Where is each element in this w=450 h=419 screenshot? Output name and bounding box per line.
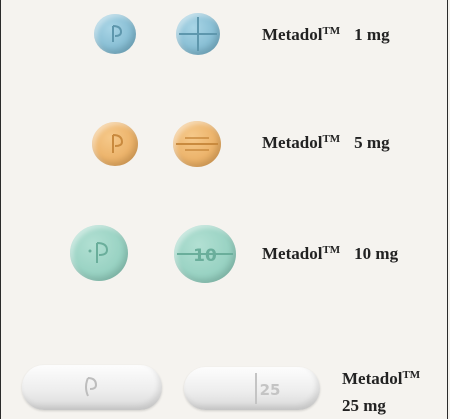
product-label-25mg: MetadolTM 25 mg [342, 362, 420, 419]
caplet-25mg-back-image: 25 [184, 367, 320, 410]
product-label-1mg: MetadolTM 1 mg [262, 25, 390, 45]
dose-label: 10 mg [354, 244, 399, 263]
dose-label: 25 mg [342, 396, 386, 415]
caplet-25mg-front-image [22, 365, 162, 410]
product-label-5mg: MetadolTM 5 mg [262, 133, 390, 153]
tablet-1mg-front-image [94, 14, 136, 54]
trademark-mark: TM [322, 25, 341, 37]
dose-label: 5 mg [354, 133, 390, 152]
product-label-10mg: MetadolTM 10 mg [262, 244, 398, 264]
svg-text:10: 10 [193, 246, 217, 266]
trademark-mark: TM [322, 133, 341, 145]
product-name: Metadol [262, 244, 323, 263]
product-name: Metadol [262, 25, 323, 44]
svg-text:25: 25 [260, 381, 281, 399]
tablet-10mg-back-image: 10 [174, 225, 236, 283]
tablet-10mg-front-image [70, 225, 128, 281]
trademark-mark: TM [402, 369, 421, 381]
tablet-5mg-back-image [173, 121, 221, 167]
tablet-5mg-front-image [92, 122, 138, 166]
product-name: Metadol [262, 133, 323, 152]
tablet-1mg-back-image [176, 13, 220, 55]
trademark-mark: TM [322, 244, 341, 256]
dose-label: 1 mg [354, 25, 390, 44]
product-name: Metadol [342, 369, 403, 388]
